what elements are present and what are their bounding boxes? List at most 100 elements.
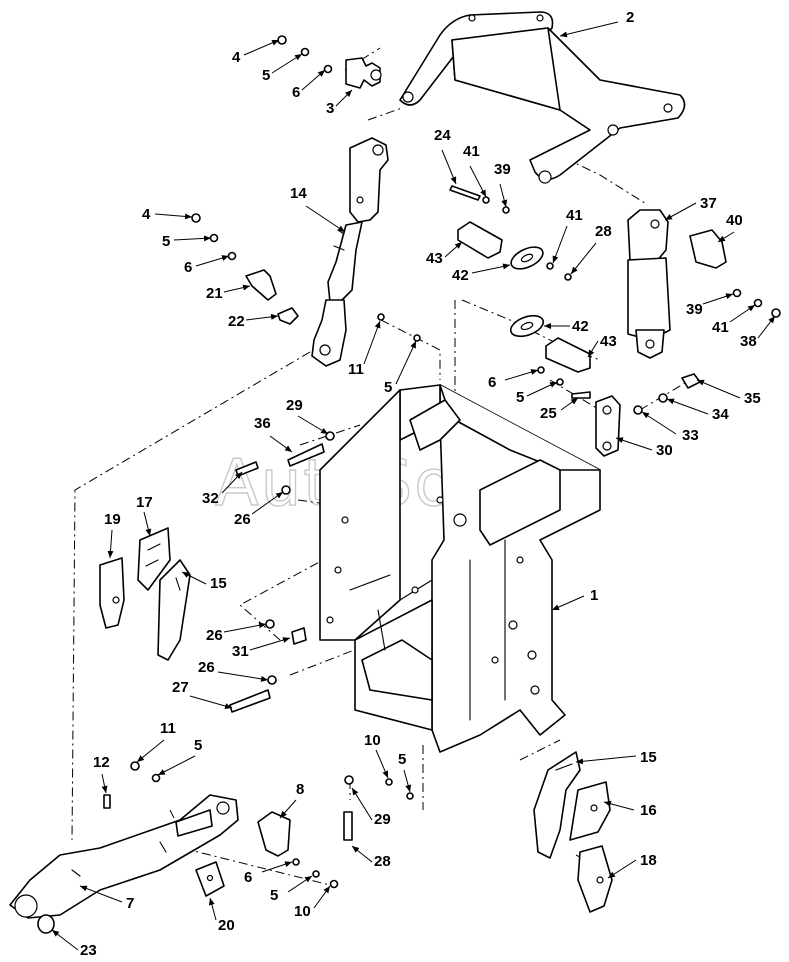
callout-leader-1 (551, 595, 585, 611)
pin-21-and-clip-22 (191, 213, 299, 325)
callout-leader-6 (301, 69, 326, 91)
callout-leader-5 (403, 769, 412, 793)
callout-leader-11 (136, 739, 165, 763)
callout-15: 15 (210, 575, 227, 592)
callout-leader-41 (552, 225, 568, 264)
callout-36: 36 (254, 415, 271, 432)
callout-leader-19 (107, 529, 114, 559)
callout-4: 4 (142, 206, 151, 223)
callout-31: 31 (232, 643, 249, 660)
callout-leader-23 (51, 929, 79, 951)
rockshaft-arm-assembly (399, 11, 686, 184)
callout-26: 26 (206, 627, 223, 644)
link-plate-30 (537, 366, 701, 457)
pins-and-plates (449, 185, 591, 373)
lift-cylinder (627, 209, 781, 359)
callout-19: 19 (104, 511, 121, 528)
callout-42: 42 (452, 267, 469, 284)
callout-leader-11 (363, 320, 381, 365)
callout-leader-3 (335, 89, 353, 107)
callout-leader-7 (79, 885, 123, 903)
callout-leader-4 (154, 213, 193, 220)
callout-leader-29 (351, 787, 373, 821)
callout-leader-32 (221, 471, 243, 494)
callout-leader-6 (261, 861, 293, 873)
callout-leader-39 (702, 293, 734, 305)
callout-leader-21 (223, 284, 251, 293)
callout-29: 29 (374, 811, 391, 828)
callout-43: 43 (426, 250, 443, 267)
callout-leader-10 (375, 749, 389, 779)
callout-6: 6 (184, 259, 192, 276)
callout-22: 22 (228, 313, 245, 330)
callout-29: 29 (286, 397, 303, 414)
callout-5: 5 (270, 887, 278, 904)
callout-5: 5 (398, 751, 406, 768)
callout-leader-12 (101, 773, 108, 794)
callout-leader-22 (245, 313, 279, 321)
callout-leader-18 (607, 859, 637, 879)
callout-leader-25 (560, 397, 579, 411)
callout-42: 42 (572, 318, 589, 335)
callout-39: 39 (494, 161, 511, 178)
callout-leader-20 (208, 897, 217, 921)
callout-leader-2 (559, 21, 619, 38)
callout-30: 30 (656, 442, 673, 459)
callout-41: 41 (566, 207, 583, 224)
callout-leader-28 (570, 242, 597, 275)
callout-28: 28 (595, 223, 612, 240)
callout-leader-5 (173, 235, 212, 242)
callout-leader-29 (297, 415, 329, 435)
callout-leader-16 (603, 800, 635, 811)
callout-6: 6 (488, 374, 496, 391)
callout-24: 24 (434, 127, 451, 144)
callout-26: 26 (234, 511, 251, 528)
callout-leader-5 (287, 875, 313, 893)
wear-pads-left (99, 527, 191, 661)
callout-18: 18 (640, 852, 657, 869)
callout-20: 20 (218, 917, 235, 934)
callout-1: 1 (590, 587, 598, 604)
callout-leader-6 (504, 369, 539, 381)
callout-14: 14 (290, 185, 307, 202)
callout-leader-5 (271, 53, 303, 74)
callout-leader-42 (471, 263, 511, 274)
hardware-bottom-middle (343, 775, 414, 841)
callout-leader-15 (181, 571, 207, 585)
callout-34: 34 (712, 406, 729, 423)
callout-5: 5 (162, 233, 170, 250)
callout-23: 23 (80, 942, 97, 959)
callout-25: 25 (540, 405, 557, 422)
callout-27: 27 (172, 679, 189, 696)
callout-leader-26 (217, 671, 269, 682)
callout-leader-41 (729, 304, 756, 323)
frame-hardware-left (229, 313, 421, 713)
callout-leader-35 (696, 379, 741, 399)
callout-2: 2 (626, 9, 634, 26)
callout-leader-30 (615, 437, 653, 451)
callout-leader-14 (305, 205, 346, 233)
callout-leaders (51, 21, 776, 951)
callout-leader-4 (243, 39, 280, 56)
callout-6: 6 (244, 869, 252, 886)
callout-43: 43 (600, 333, 617, 350)
callout-33: 33 (682, 427, 699, 444)
callout-38: 38 (740, 333, 757, 350)
callout-5: 5 (384, 379, 392, 396)
callout-leader-26 (251, 491, 284, 515)
callout-leader-43 (444, 241, 463, 258)
callout-7: 7 (126, 895, 134, 912)
wear-pads-right (533, 751, 613, 913)
pin-assembly-top (277, 35, 382, 89)
callout-5: 5 (194, 737, 202, 754)
callout-12: 12 (93, 754, 110, 771)
callout-leader-37 (664, 202, 697, 221)
callout-leader-28 (351, 845, 373, 863)
lower-link-assembly (9, 761, 339, 934)
callout-5: 5 (262, 67, 270, 84)
callout-labels: 4563224413914456212243424128374039413842… (80, 9, 761, 959)
callout-leader-10 (313, 885, 331, 909)
callout-10: 10 (364, 732, 381, 749)
callout-35: 35 (744, 390, 761, 407)
